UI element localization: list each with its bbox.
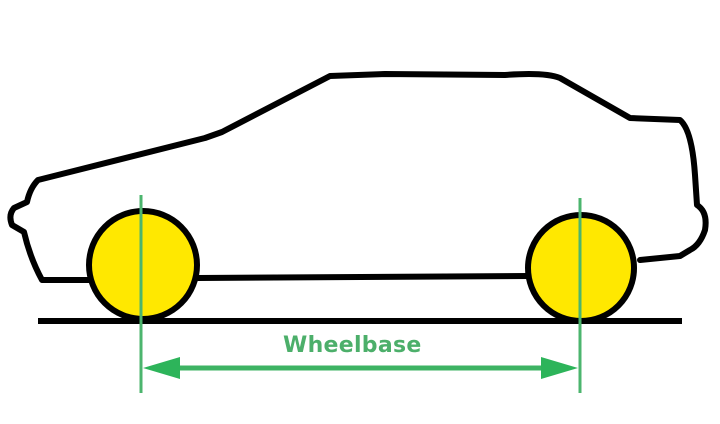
left-arrowhead-icon: [143, 357, 180, 379]
car-body-outline: [7, 71, 709, 283]
front-wheel: [86, 208, 200, 322]
car-underbody-line: [195, 273, 531, 281]
wheelbase-label: Wheelbase: [283, 333, 422, 358]
right-arrowhead-icon: [541, 357, 578, 379]
